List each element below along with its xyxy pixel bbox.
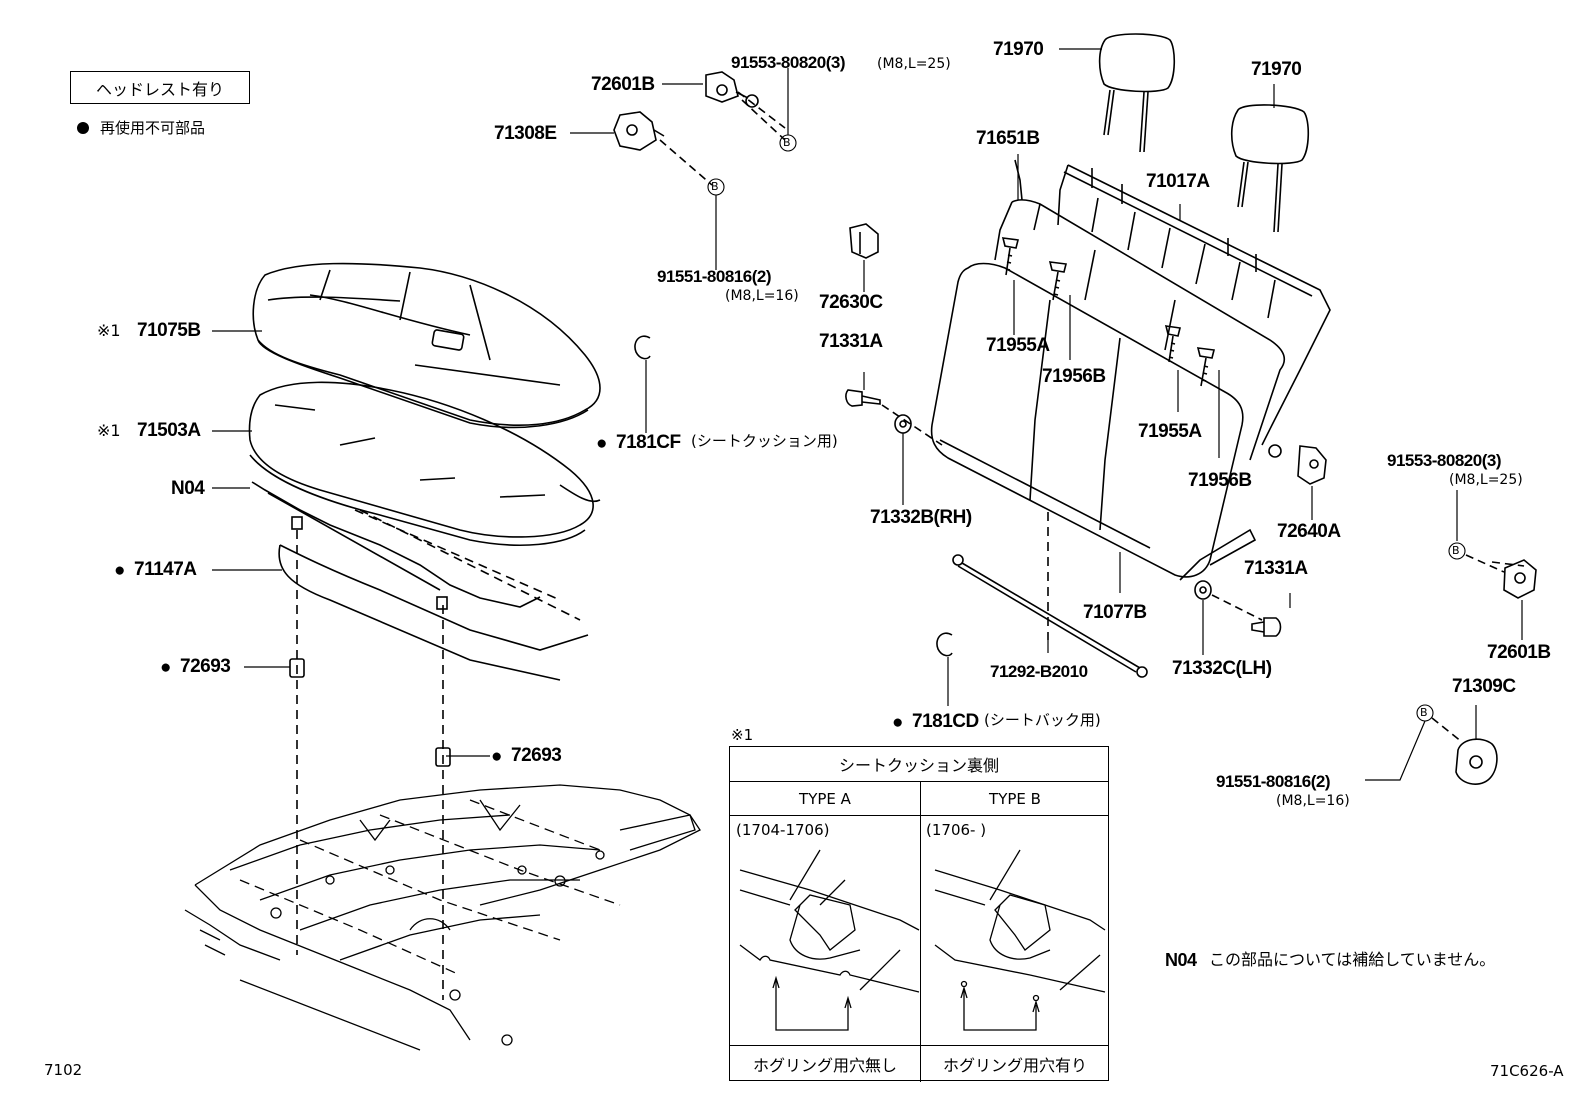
- screw-71955A: [1001, 237, 1181, 412]
- bolt-marker-label: B: [1420, 706, 1428, 719]
- part-label-71956B-left: 71956B: [1042, 366, 1106, 387]
- part-label-71956B-right: 71956B: [1188, 470, 1252, 491]
- seat-cushion-pad: [248, 381, 601, 546]
- part-label-71075B: 71075B: [137, 320, 201, 341]
- inset-type-row: TYPE A TYPE B: [730, 782, 1108, 816]
- cover-72640A: [1297, 445, 1327, 520]
- bolt-marker-label: B: [1452, 544, 1460, 557]
- part-label-71332C: 71332C(LH): [1172, 658, 1272, 679]
- part-note-7181CF: (シートクッション用): [691, 432, 838, 450]
- part-label-72640A: 72640A: [1277, 521, 1341, 542]
- inset-type-a: TYPE A: [799, 790, 851, 808]
- figure-code-right: 71C626-A: [1490, 1062, 1564, 1080]
- clip-72630C: [849, 223, 879, 292]
- part-spec-91553-right: (M8,L=25): [1449, 472, 1523, 488]
- part-label-71955A-left: 71955A: [986, 335, 1050, 356]
- seatback-frame: [1057, 164, 1331, 458]
- bolt-marker-label: B: [711, 180, 719, 193]
- part-label-72601B-right: 72601B: [1487, 642, 1551, 663]
- inset-ref-mark: ※1: [731, 726, 754, 744]
- part-label-7181CD: 7181CD: [912, 711, 979, 732]
- seatback-pad: [994, 154, 1286, 461]
- ref-mark-71075B: ※1: [97, 321, 121, 340]
- part-note-7181CD: (シートバック用): [984, 711, 1101, 729]
- inset-caption-a: ホグリング用穴無し: [752, 1056, 897, 1075]
- part-label-71955A-right: 71955A: [1138, 421, 1202, 442]
- headrest-right: [1230, 84, 1310, 233]
- non-reusable-bullet: ●: [892, 712, 903, 733]
- part-label-71331A-right: 71331A: [1244, 558, 1308, 579]
- part-label-71503A: 71503A: [137, 420, 201, 441]
- headrest-left: [1059, 33, 1176, 153]
- part-label-72601B-top: 72601B: [591, 74, 655, 95]
- part-label-N04: N04: [171, 478, 205, 499]
- inset-type-a-drawing: [739, 849, 920, 1031]
- part-label-91551-top: 91551-80816(2): [657, 267, 771, 286]
- part-label-71147A: 71147A: [134, 559, 197, 580]
- part-label-71970-left: 71970: [993, 39, 1044, 60]
- ref-mark-71503A: ※1: [97, 421, 121, 440]
- part-label-71970-right: 71970: [1251, 59, 1302, 80]
- bolt-marker-label: B: [783, 136, 791, 149]
- part-spec-91553-top: (M8,L=25): [877, 56, 951, 72]
- part-label-72630C: 72630C: [819, 292, 883, 313]
- non-reusable-bullet: ●: [160, 657, 171, 678]
- bolt-71331A-top: [845, 372, 943, 505]
- seat-wire: [251, 481, 541, 608]
- inset-caption-b: ホグリング用穴有り: [942, 1056, 1087, 1075]
- headrest-legend-box: ヘッドレスト有り: [70, 71, 250, 104]
- hog-ring-7181CF: [634, 335, 651, 433]
- part-label-72693-lower: 72693: [511, 745, 562, 766]
- part-label-71651B: 71651B: [976, 128, 1040, 149]
- inset-type-b: TYPE B: [989, 790, 1041, 808]
- n04-note-text: この部品については補給していません。: [1209, 950, 1496, 969]
- seat-hinge-top: [570, 68, 789, 270]
- part-spec-91551-right: (M8,L=16): [1276, 793, 1350, 809]
- leader-lines-left: [212, 330, 490, 757]
- bolt-71331A-right: [1194, 580, 1291, 655]
- bolt-marker: [707, 134, 1466, 722]
- inset-type-b-drawing: [934, 849, 1106, 1031]
- part-label-91553-top: 91553-80820(3): [731, 53, 845, 72]
- n04-note-code: N04: [1165, 950, 1197, 970]
- part-label-91553-right: 91553-80820(3): [1387, 451, 1501, 470]
- rod-71292: [952, 554, 1148, 678]
- screw-71956B: [1048, 261, 1220, 458]
- floor-pan: [184, 784, 701, 1051]
- part-label-91551-right: 91551-80816(2): [1216, 772, 1330, 791]
- inset-column-divider: [920, 782, 921, 1082]
- non-reusable-bullet: ●: [114, 560, 125, 581]
- hog-ring-7181CD: [936, 632, 953, 706]
- inset-bottom-divider: [730, 1045, 1108, 1046]
- inset-header: シートクッション裏側: [730, 747, 1108, 782]
- inset-range-a: (1704-1706): [736, 821, 830, 839]
- seat-hinge-right: [1456, 490, 1537, 640]
- part-label-72693-upper: 72693: [180, 656, 231, 677]
- non-reusable-bullet: ●: [596, 433, 607, 454]
- part-spec-91551-top: (M8,L=16): [725, 288, 799, 304]
- headrest-legend-text: ヘッドレスト有り: [95, 79, 224, 99]
- part-label-71332B: 71332B(RH): [870, 507, 972, 528]
- non-reusable-legend: 再使用不可部品: [100, 119, 206, 137]
- part-label-71331A-top: 71331A: [819, 331, 883, 352]
- non-reusable-bullet: ●: [491, 746, 502, 767]
- clip-72693: [289, 516, 451, 1000]
- part-label-7181CF: 7181CF: [616, 432, 681, 453]
- seat-hinge-lower-right: [1365, 705, 1498, 785]
- inset-range-b: (1706- ): [926, 821, 987, 839]
- seat-cushion-pan: [278, 509, 589, 681]
- figure-code-left: 7102: [44, 1061, 83, 1079]
- part-label-71308E: 71308E: [494, 123, 557, 144]
- part-label-71077B: 71077B: [1083, 602, 1147, 623]
- part-label-71017A: 71017A: [1146, 171, 1210, 192]
- seatback-cover: [930, 262, 1257, 640]
- seat-cushion-cover: [252, 262, 601, 429]
- part-label-71309C: 71309C: [1452, 676, 1516, 697]
- inset-detail-box: シートクッション裏側 TYPE A TYPE B (1704-1706) (17…: [729, 746, 1109, 1082]
- part-label-71292: 71292-B2010: [990, 662, 1088, 681]
